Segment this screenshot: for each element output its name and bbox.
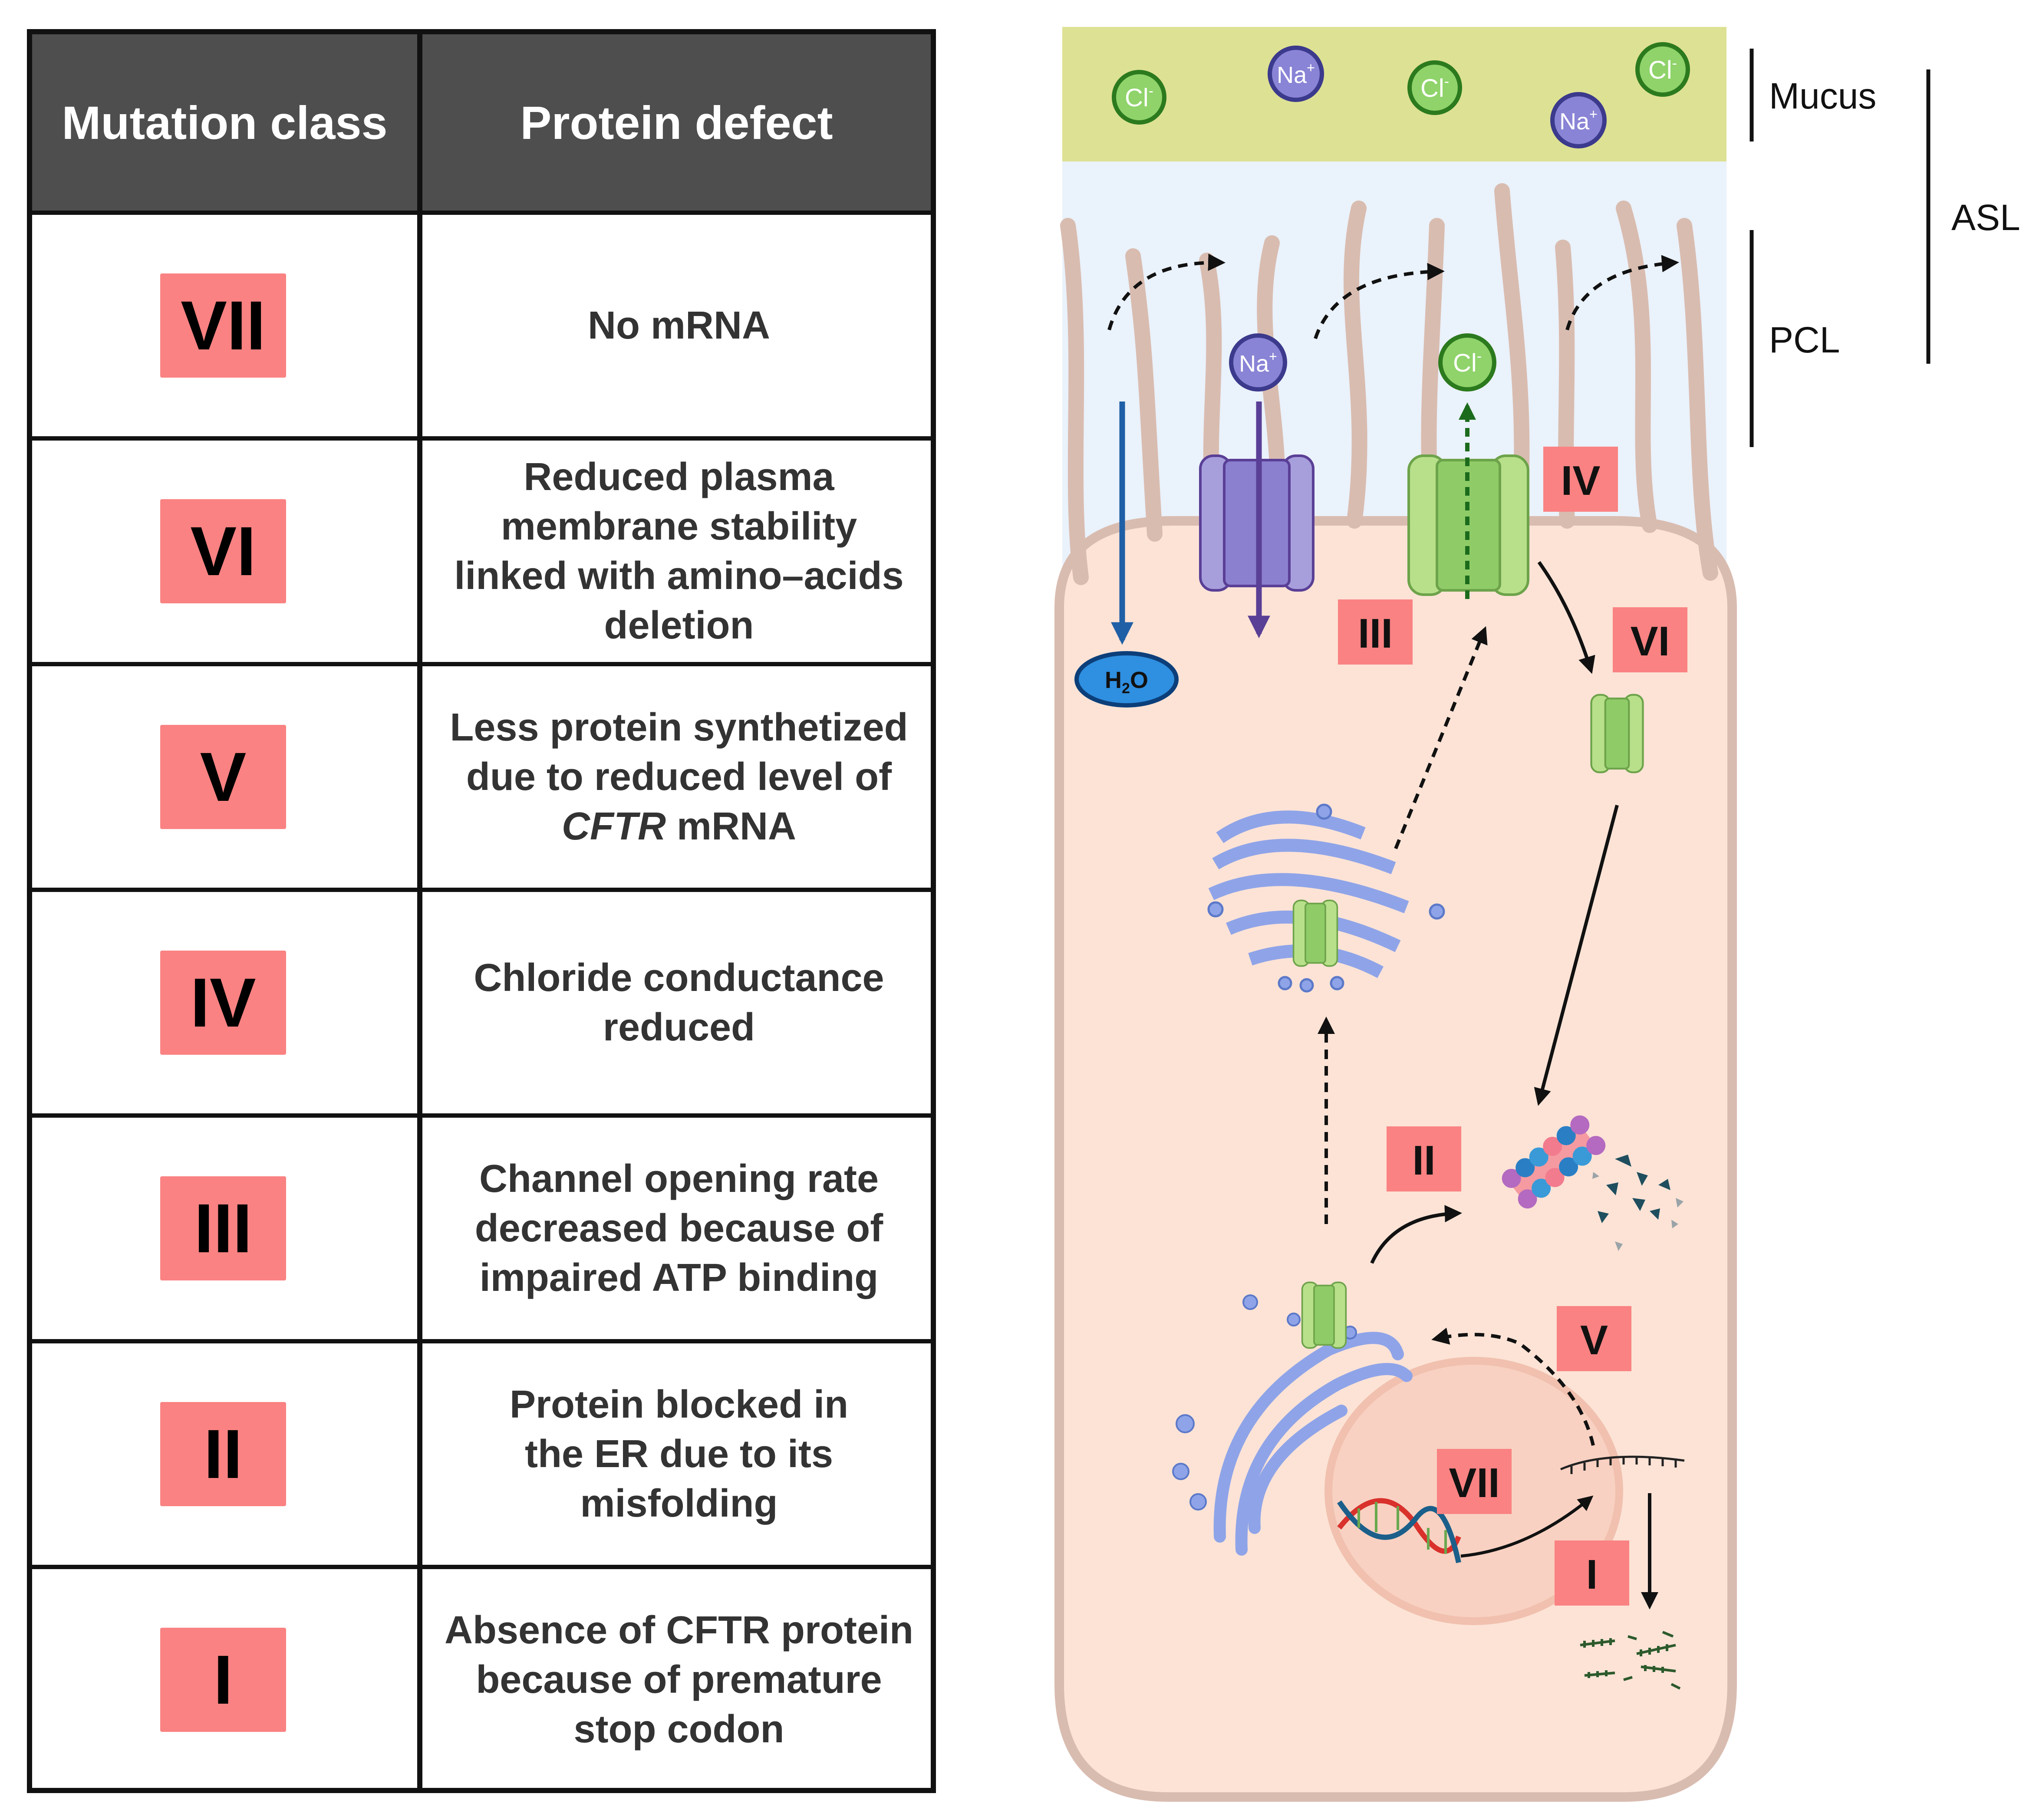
svg-text:V: V (1580, 1317, 1608, 1363)
table-row-class-vi: VI Reduced plasma membrane stability lin… (32, 438, 931, 664)
cftr-channel (1407, 454, 1529, 596)
table-row-class-ii: II Protein blocked in the ER due to its … (32, 1341, 931, 1567)
endocytosis-arrow (1537, 561, 1595, 674)
chloride-ion: Cl- (1438, 333, 1496, 392)
class-badge: VII (160, 273, 286, 378)
table-row-class-v: V Less protein synthetized due to reduce… (32, 664, 931, 890)
table-row-class-iv: IV Chloride conductance reduced (32, 890, 931, 1116)
sodium-ion: Na+ (1550, 92, 1607, 148)
pcl-label: PCL (1769, 319, 1840, 360)
svg-text:Na+: Na+ (1277, 60, 1315, 88)
internalized-cftr (1591, 695, 1643, 773)
protein-defect-text: Less protein synthetized due to reduced … (450, 706, 908, 848)
degraded-mrna-fragments (1580, 1631, 1681, 1690)
sodium-ion: Na+ (1268, 46, 1324, 102)
class-marker-vi: VI (1613, 607, 1687, 672)
svg-text:Cl-: Cl- (1453, 348, 1482, 377)
sodium-channel (1199, 454, 1315, 592)
protein-defect-text: Protein blocked in the ER due to its mis… (509, 1383, 849, 1525)
svg-text:Cl-: Cl- (1420, 73, 1449, 102)
row-divider (32, 1113, 931, 1118)
chloride-ion: Cl- (1407, 60, 1462, 115)
table-row-class-iii: III Channel opening rate decreased becau… (32, 1116, 931, 1341)
asl-label: ASL (1951, 197, 2020, 238)
dna-helix (1337, 1498, 1461, 1563)
svg-text:II: II (1412, 1137, 1435, 1184)
degradation-arrow (1534, 804, 1619, 1106)
class-marker-v: V (1557, 1306, 1631, 1371)
class-badge: V (160, 725, 286, 829)
row-divider (32, 436, 931, 441)
mutation-class-table: Mutation class Protein defect VII No mRN… (27, 29, 936, 1793)
row-divider (32, 1565, 931, 1569)
header-protein-defect: Protein defect (520, 96, 833, 149)
class-badge: III (160, 1176, 286, 1280)
er-cftr (1301, 1281, 1347, 1349)
row-divider (32, 1339, 931, 1343)
svg-text:Cl-: Cl- (1648, 55, 1677, 84)
table-row-class-vii: VII No mRNA (32, 213, 931, 438)
degraded-protein-fragments (1592, 1155, 1683, 1251)
mucus-layer (1062, 27, 1726, 161)
svg-text:III: III (1358, 610, 1393, 657)
column-divider (417, 34, 422, 1788)
row-divider (32, 888, 931, 892)
protein-defect-text: No mRNA (588, 304, 770, 347)
translation-arrow (1431, 1327, 1595, 1446)
header-mutation-class: Mutation class (62, 96, 388, 149)
protein-defect-text: Chloride conductance reduced (474, 956, 884, 1049)
er-vesicles (1172, 1294, 1357, 1511)
protein-defect-text: Channel opening rate decreased because o… (474, 1157, 883, 1300)
class-marker-vii: VII (1437, 1449, 1512, 1514)
class-badge: II (160, 1402, 286, 1506)
class-marker-iii: III (1338, 599, 1413, 665)
golgi-cftr (1292, 899, 1338, 967)
class-badge: I (160, 1628, 286, 1732)
class-badge: VI (160, 499, 286, 603)
proteasome (1502, 1115, 1606, 1209)
svg-text:Cl-: Cl- (1125, 83, 1153, 112)
table-row-class-i: I Absence of CFTR protein because of pre… (32, 1567, 931, 1793)
transcription-arrow (1460, 1495, 1594, 1558)
row-divider (32, 211, 931, 215)
mucus-label: Mucus (1769, 76, 1876, 116)
misfolding-arrow (1370, 1205, 1462, 1264)
svg-text:IV: IV (1561, 457, 1601, 504)
sodium-ion: Na+ (1229, 333, 1287, 392)
protein-defect-text: Reduced plasma membrane stability linked… (454, 455, 904, 647)
svg-text:H2O: H2O (1105, 667, 1148, 697)
svg-text:Na+: Na+ (1239, 349, 1277, 377)
class-badge: IV (160, 951, 286, 1055)
water-molecule: H2O (1074, 651, 1179, 708)
svg-text:VII: VII (1449, 1460, 1499, 1506)
class-marker-ii: II (1387, 1126, 1461, 1191)
svg-text:Na+: Na+ (1559, 106, 1598, 135)
svg-text:VI: VI (1631, 618, 1670, 665)
mrna-strand (1560, 1455, 1685, 1474)
table-header: Mutation class Protein defect (32, 34, 931, 211)
golgi-vesicles (1207, 803, 1445, 993)
svg-text:I: I (1586, 1551, 1598, 1598)
endoplasmic-reticulum (1213, 1332, 1413, 1556)
row-divider (32, 662, 931, 666)
class-marker-i: I (1555, 1540, 1629, 1606)
chloride-ion: Cl- (1112, 70, 1166, 125)
chloride-ion: Cl- (1635, 42, 1690, 97)
trafficking-arrow (1394, 626, 1488, 849)
protein-defect-text: Absence of CFTR protein because of prema… (444, 1609, 914, 1751)
class-marker-iv: IV (1543, 447, 1618, 512)
italic-gene-name: CFTR (562, 805, 666, 848)
ion-flow-arrows (1107, 253, 1679, 339)
